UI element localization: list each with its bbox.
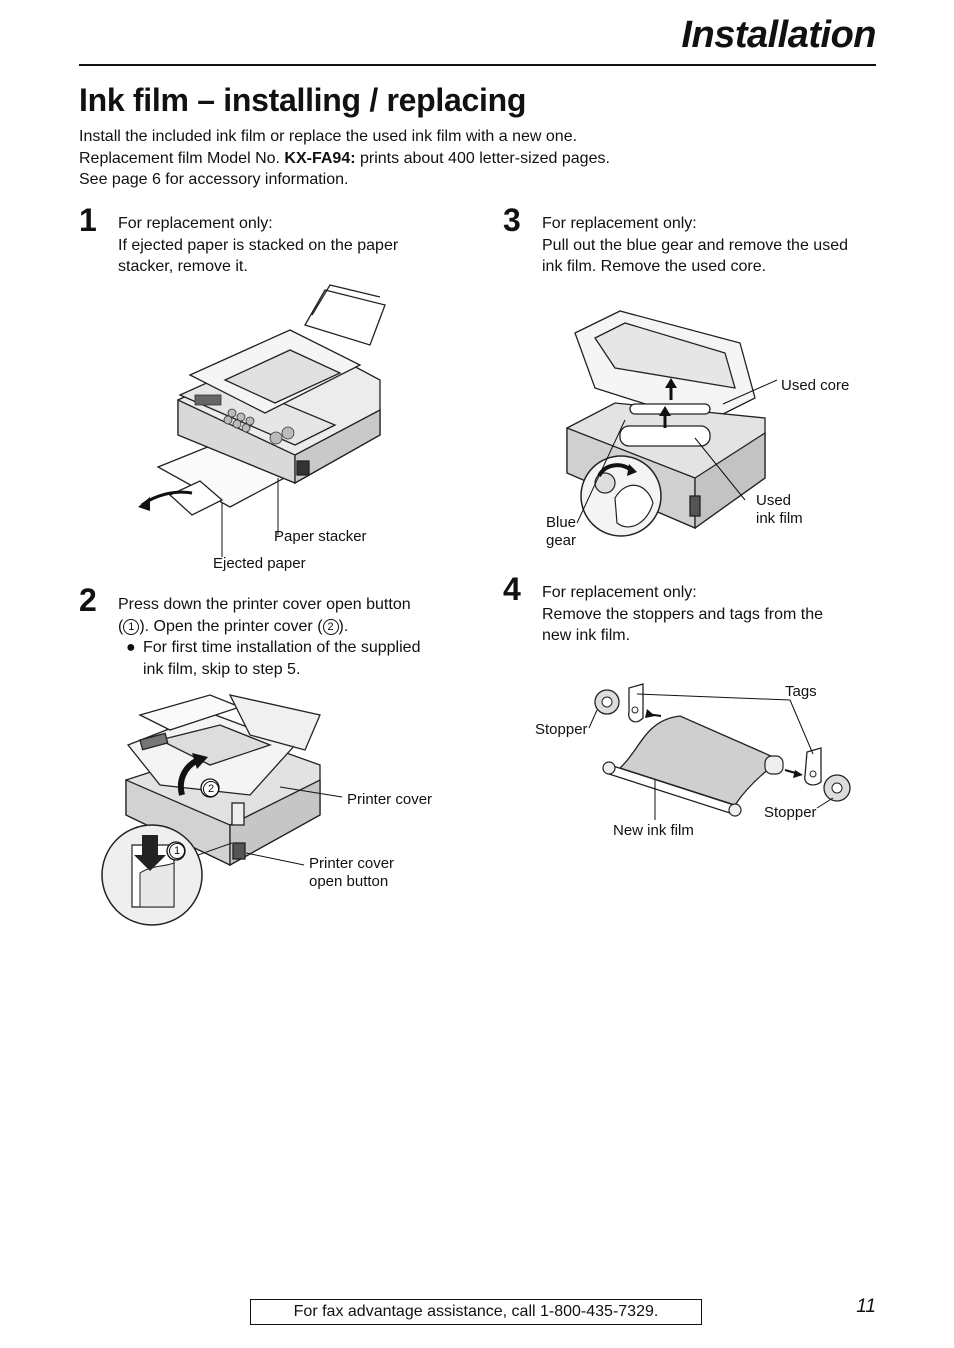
callout-printer-cover: Printer cover [347,791,433,808]
step-4-number: 4 [503,571,521,607]
page-number: 11 [856,1296,876,1317]
step-2-text-a: ( [118,617,124,635]
callout-used-core: Used core [781,377,850,394]
callout-stopper-right: Stopper [764,804,817,821]
step-3-text: For replacement only: Pull out the blue … [542,213,848,278]
page-title: Ink film – installing / replacing [79,82,527,118]
section-title: Installation [681,14,876,56]
callout-line: open button [309,873,389,890]
step-2-text-c: ). [338,617,349,635]
step-2-line: (1). Open the printer cover (2). [118,616,420,638]
step-1-line: For replacement only: [118,215,273,232]
callout-blue-gear: Blue gear [546,514,576,550]
step-1-text: For replacement only: If ejected paper i… [118,213,398,278]
step-4-text: For replacement only: Remove the stopper… [542,582,823,647]
step-2-line: Press down the printer cover open button [118,596,411,613]
callout-line: Used [756,492,792,509]
header-rule [79,64,876,66]
intro-text: Install the included ink film or replace… [79,126,719,191]
step-2-text-b: ). Open the printer cover ( [139,617,323,635]
fax-machine-paper-stacker-illustration [138,284,386,557]
step-1-line: stacker, remove it. [118,258,248,275]
assistance-banner: For fax advantage assistance, call 1-800… [250,1299,702,1325]
marker-2: 2 [203,781,219,797]
callout-line: Blue [546,514,577,531]
circled-number-1: 1 [123,618,140,635]
model-number: KX-FA94: [284,149,356,167]
bullet-icon: ● [126,639,136,656]
marker-1: 1 [169,843,185,859]
callout-new-ink-film: New ink film [613,822,694,839]
step-2-number: 2 [79,582,97,618]
step-3-line: For replacement only: [542,215,697,232]
step-3-number: 3 [503,202,521,238]
ink-film-stoppers-tags-illustration [588,683,851,820]
callout-line: gear [546,532,577,549]
step-4-line: For replacement only: [542,584,697,601]
callout-line: Printer cover [309,855,395,872]
callout-paper-stacker: Paper stacker [274,528,367,545]
intro-model-suffix: prints about 400 letter-sized pages. [355,149,610,167]
step-2-text: Press down the printer cover open button… [118,594,420,680]
step-3-line: ink film. Remove the used core. [542,258,767,275]
intro-line-2: Replacement film Model No. KX-FA94: prin… [79,148,719,170]
step-1-line: If ejected paper is stacked on the paper [118,236,399,254]
step-2-bullet-text: For first time installation of the suppl… [143,639,421,656]
remove-used-ink-film-illustration [566,310,778,537]
step-2-bullet: ● For first time installation of the supp… [118,637,420,659]
callout-tags: Tags [785,683,817,700]
step-1-number: 1 [79,202,97,238]
circled-number-2: 2 [322,618,339,635]
step-3-line: Pull out the blue gear and remove the us… [542,236,848,254]
intro-model-prefix: Replacement film Model No. [79,149,285,167]
callout-printer-cover-open-button: Printer cover open button [309,855,394,891]
callout-line: ink film [756,510,803,527]
step-2-bullet-cont: ink film, skip to step 5. [143,660,301,678]
callout-stopper-left: Stopper [535,721,588,738]
step-4-line: Remove the stoppers and tags from the [542,605,824,623]
callout-ejected-paper: Ejected paper [213,555,306,572]
intro-line-3: See page 6 for accessory information. [79,171,349,188]
step-4-line: new ink film. [542,627,631,644]
printer-cover-open-illustration [101,694,343,926]
intro-line-1: Install the included ink film or replace… [79,128,578,145]
callout-used-ink-film: Used ink film [756,492,803,528]
